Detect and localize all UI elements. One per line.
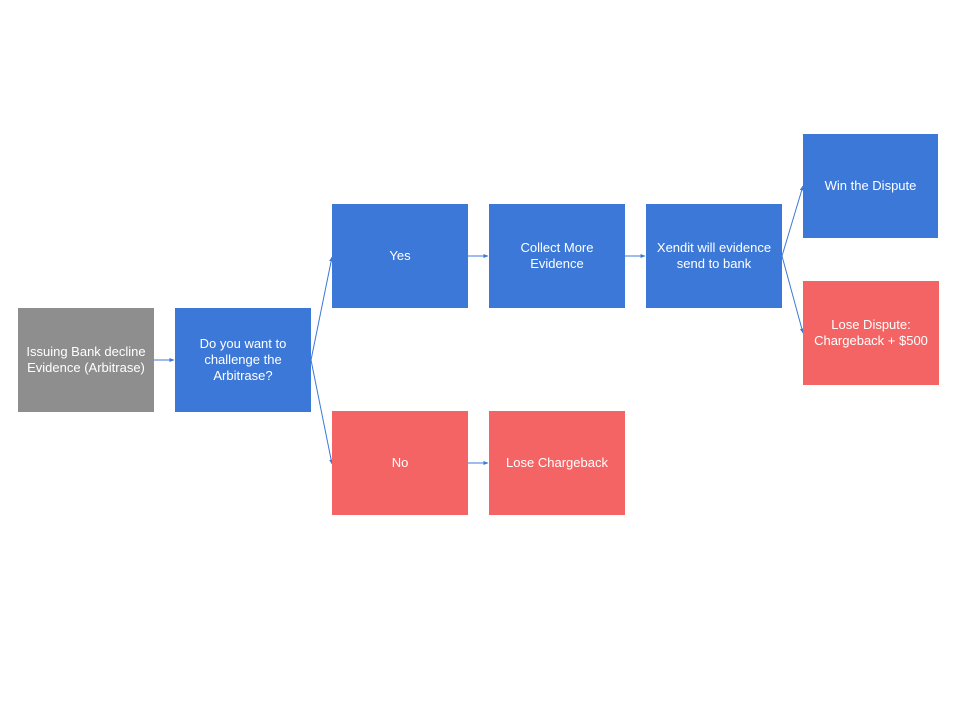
node-challenge-question: Do you want to challenge the Arbitrase? [175,308,311,412]
node-win-dispute-label: Win the Dispute [824,178,917,193]
node-lose-chargeback: Lose Chargeback [489,411,625,515]
node-lose-dispute-label: Lose Dispute: Chargeback + $500 [814,317,928,348]
node-xendit-send-label: Xendit will evidence send to bank [656,240,772,271]
node-issuing-bank-label: Issuing Bank decline Evidence (Arbitrase… [26,344,146,375]
node-lose-chargeback-label: Lose Chargeback [506,455,608,470]
node-challenge-question-label: Do you want to challenge the Arbitrase? [199,336,287,383]
edge-question-to-no [310,359,334,465]
node-no-label: No [391,455,409,470]
node-lose-dispute: Lose Dispute: Chargeback + $500 [803,281,939,385]
node-collect-evidence: Collect More Evidence [489,204,625,308]
node-collect-evidence-label: Collect More Evidence [520,240,594,271]
edge-xendit-to-lose-dispute [781,255,804,334]
node-issuing-bank: Issuing Bank decline Evidence (Arbitrase… [18,308,154,412]
edge-xendit-to-win [781,185,804,257]
node-win-dispute: Win the Dispute [803,134,938,238]
node-yes-label: Yes [389,248,411,263]
node-no: No [332,411,468,515]
node-xendit-send: Xendit will evidence send to bank [646,204,782,308]
edge-question-to-yes [310,256,334,361]
node-yes: Yes [332,204,468,308]
